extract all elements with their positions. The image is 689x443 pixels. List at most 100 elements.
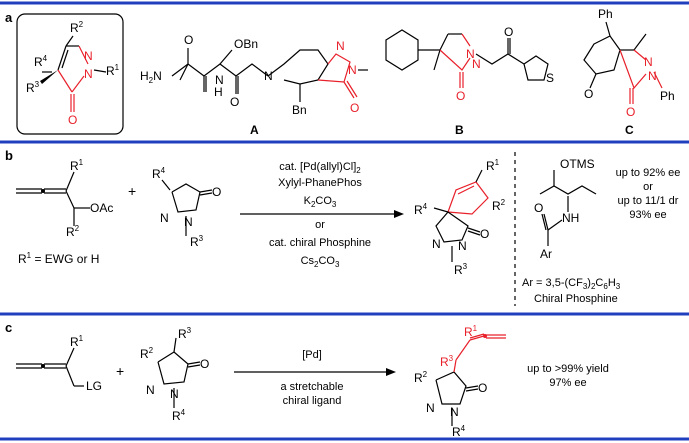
svg-text:R4: R4 <box>34 54 48 69</box>
ar-definition: Ar = 3,5-(CF3)2C6H3 <box>522 277 621 291</box>
svg-text:N: N <box>160 211 169 225</box>
svg-text:R2: R2 <box>66 224 80 239</box>
svg-text:R3: R3 <box>26 80 40 95</box>
svg-text:R2: R2 <box>492 198 506 213</box>
svg-text:up to >99% yield: up to >99% yield <box>527 363 609 375</box>
condition-line-1: cat. [Pd(allyl)Cl]2 <box>279 161 361 175</box>
plus-sign: + <box>128 183 136 199</box>
svg-text:H: H <box>214 85 223 99</box>
svg-text:up to 11/1 dr: up to 11/1 dr <box>618 195 679 207</box>
panel-c: c R1 LG + R2 R3 N N <box>5 320 609 439</box>
svg-text:N: N <box>472 57 481 71</box>
svg-text:R3: R3 <box>440 354 454 369</box>
svg-text:OBn: OBn <box>234 37 258 51</box>
svg-text:Ar: Ar <box>540 247 552 261</box>
svg-text:NH: NH <box>562 211 579 225</box>
svg-text:N: N <box>450 405 459 419</box>
panel-a: a R2 N N R1 <box>5 7 675 137</box>
svg-text:O: O <box>350 101 359 115</box>
svg-text:Bn: Bn <box>292 103 307 117</box>
svg-text:N: N <box>348 63 357 77</box>
panel-a-label: a <box>5 10 13 25</box>
svg-text:R4: R4 <box>152 166 166 181</box>
svg-text:N: N <box>215 73 224 87</box>
compound-B: N N O O S B <box>385 25 554 137</box>
svg-text:LG: LG <box>86 379 102 393</box>
svg-text:O: O <box>456 89 465 103</box>
condition-line-2: Xylyl-PhanePhos <box>278 177 362 189</box>
chiral-phosphine: OTMS NH O Ar Ar = 3,5-(CF3)2C6H3 Chiral … <box>522 157 621 305</box>
svg-text:OTMS: OTMS <box>560 157 595 171</box>
allylated-product-c: R1 R3 R2 N N O R4 <box>414 324 506 439</box>
svg-text:up to 92% ee: up to 92% ee <box>616 167 681 179</box>
svg-text:H2N: H2N <box>140 69 162 85</box>
svg-text:N: N <box>466 47 475 61</box>
svg-text:R2: R2 <box>414 370 428 385</box>
svg-text:N: N <box>426 401 435 415</box>
svg-text:R3: R3 <box>190 234 204 249</box>
svg-text:OAc: OAc <box>90 201 113 215</box>
svg-text:R1: R1 <box>70 158 84 173</box>
results-c: up to >99% yield 97% ee <box>527 363 609 389</box>
compound-A-label: A <box>250 123 259 137</box>
svg-text:O: O <box>534 201 543 215</box>
svg-text:or: or <box>643 181 653 193</box>
core-scaffold-box <box>16 13 124 135</box>
svg-text:O: O <box>230 95 239 109</box>
svg-text:N: N <box>264 69 273 83</box>
pyrazolone-reagent: R4 N N O R3 <box>152 166 221 249</box>
svg-text:R1: R1 <box>70 334 84 349</box>
svg-text:O: O <box>184 33 193 47</box>
spiro-product-b: R1 R2 R4 N N O R3 <box>414 158 506 277</box>
condition-line-5: cat. chiral Phosphine <box>269 237 371 249</box>
svg-text:N: N <box>458 239 467 253</box>
svg-text:O: O <box>504 25 513 39</box>
plus-sign-c: + <box>116 363 124 379</box>
panel-b: b R1 OAc R2 R1 = EWG or H + <box>5 148 680 306</box>
pyrazolone-reagent-c: R2 R3 N N O R4 <box>140 326 209 423</box>
svg-text:R4: R4 <box>452 424 466 439</box>
svg-text:R4: R4 <box>172 408 186 423</box>
panel-c-label: c <box>5 320 12 335</box>
svg-text:O: O <box>480 227 489 241</box>
svg-text:N: N <box>336 39 345 53</box>
catalyst-label: [Pd] <box>302 349 322 361</box>
condition-line-3: K2CO3 <box>304 195 337 209</box>
allenyl-lg <box>16 347 84 387</box>
condition-line-6: Cs2CO3 <box>301 255 340 269</box>
compound-C: Ph N N O O Ph C <box>583 7 675 137</box>
svg-text:R1 = EWG or H: R1 = EWG or H <box>18 251 99 266</box>
svg-text:O: O <box>626 105 635 119</box>
compound-A: H2N N H O O OBn N N N O Bn A <box>140 33 368 137</box>
svg-text:N: N <box>432 237 441 251</box>
svg-text:O: O <box>584 87 593 101</box>
svg-text:R2: R2 <box>70 20 84 35</box>
svg-text:R2: R2 <box>140 346 154 361</box>
condition-or: or <box>315 219 325 231</box>
svg-text:O: O <box>478 381 487 395</box>
svg-text:Ph: Ph <box>598 7 613 21</box>
svg-text:O: O <box>200 357 209 371</box>
svg-text:R3: R3 <box>178 326 192 341</box>
svg-text:N: N <box>648 69 657 83</box>
ligand-line-1: a stretchable <box>281 381 344 393</box>
svg-text:R1: R1 <box>464 324 478 339</box>
allenyl-acetate <box>16 171 90 226</box>
results-b: up to 92% ee or up to 11/1 dr 93% ee <box>616 167 681 221</box>
svg-text:N: N <box>184 215 193 229</box>
svg-text:N: N <box>644 55 653 69</box>
svg-text:N: N <box>84 67 93 81</box>
svg-text:N: N <box>170 387 179 401</box>
svg-text:O: O <box>212 185 221 199</box>
svg-text:R3: R3 <box>454 262 468 277</box>
svg-text:93% ee: 93% ee <box>629 209 666 221</box>
svg-text:S: S <box>546 71 554 85</box>
svg-text:R4: R4 <box>414 202 428 217</box>
svg-text:O: O <box>68 113 77 127</box>
svg-text:N: N <box>84 49 93 63</box>
compound-B-label: B <box>455 123 464 137</box>
core-scaffold: R2 N N R1 R4 R3 O <box>26 20 120 127</box>
panel-b-label: b <box>5 148 13 163</box>
